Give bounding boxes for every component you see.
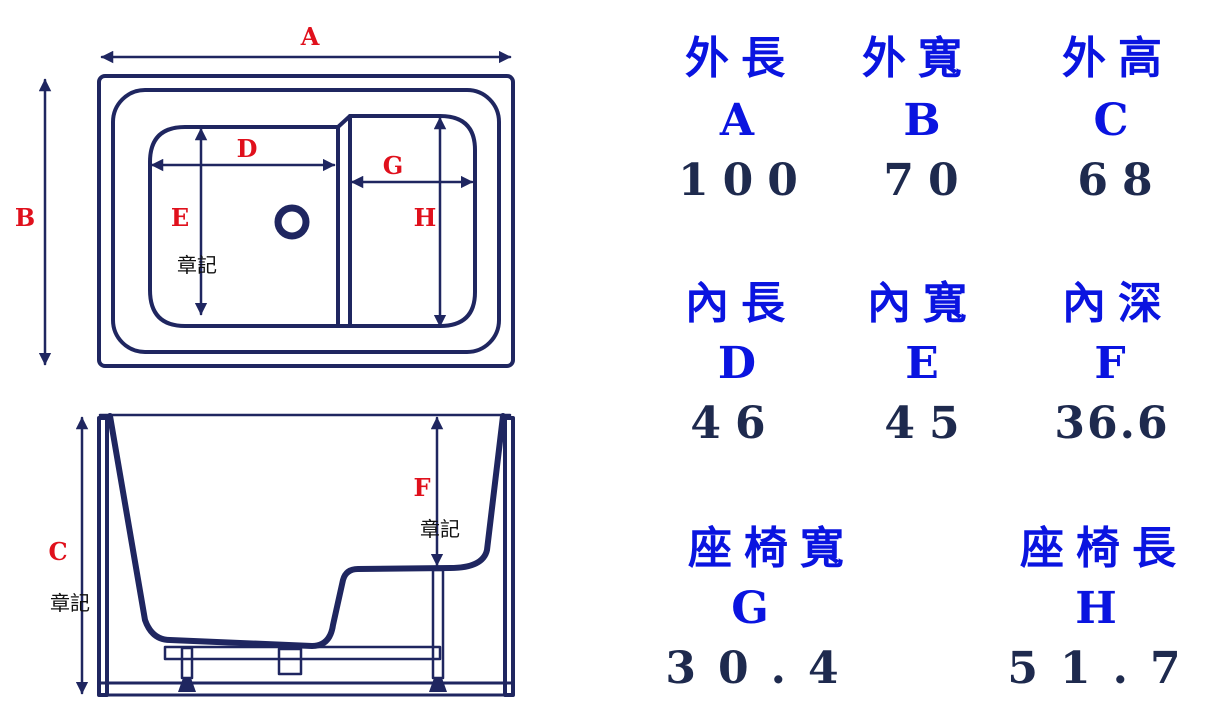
spec-letter: G [731,583,769,634]
spec-outer-height: 外高 C 68 [1062,33,1174,206]
spec-value: 70 [883,155,972,206]
spec-title: 內深 [1062,278,1174,329]
dim-label-b: B [15,203,35,232]
spec-value: 68 [1077,155,1166,206]
spec-letter: A [719,95,755,146]
spec-inner-length: 內長 D 46 [685,278,797,449]
spec-letter: H [1075,583,1117,634]
spec-letter: F [1094,338,1125,389]
spec-outer-length: 外長 A 100 [678,33,812,206]
spec-title: 內長 [685,278,797,329]
spec-seat-length: 座椅長 H 51.7 [1007,523,1202,694]
spec-letter: E [905,338,939,389]
spec-value: 51.7 [1007,643,1202,694]
spec-title: 座椅長 [1020,523,1188,574]
spec-inner-width: 內寬 E 45 [867,278,979,449]
spec-outer-width: 外寬 B 70 [862,33,974,206]
spec-value: 46 [690,398,779,449]
watermark-text: 章記 [50,591,90,615]
spec-inner-depth: 內深 F 36.6 [1054,278,1174,449]
dim-label-a: A [300,22,320,51]
spec-title: 內寬 [867,278,979,329]
spec-value: 45 [884,398,973,449]
dim-label-f: F [413,473,430,502]
spec-title: 座椅寬 [688,523,856,574]
spec-value: 30.4 [665,643,860,694]
spec-letter: B [903,95,940,146]
spec-value: 36.6 [1054,398,1169,449]
spec-title: 外寬 [862,33,974,84]
spec-value: 100 [678,155,812,206]
spec-title: 外長 [685,33,797,84]
watermark-text: 章記 [177,253,217,277]
spec-letter: C [1093,95,1128,146]
drain-icon [274,204,310,240]
spec-seat-width: 座椅寬 G 30.4 [665,523,860,694]
dim-label-h: H [414,203,437,232]
dim-label-e: E [171,203,189,232]
top-view: A B D E G H 章記 [15,22,515,368]
spec-letter: D [718,338,756,389]
side-view: C F 章記 章記 [48,413,515,697]
spec-table: 外長 A 100 外寬 B 70 外高 C 68 內長 D 46 內寬 E 45… [665,33,1202,694]
dim-label-d: D [237,134,258,163]
watermark-text: 章記 [420,517,460,541]
dim-label-g: G [383,151,404,180]
dim-label-c: C [48,537,67,566]
spec-title: 外高 [1062,33,1174,84]
